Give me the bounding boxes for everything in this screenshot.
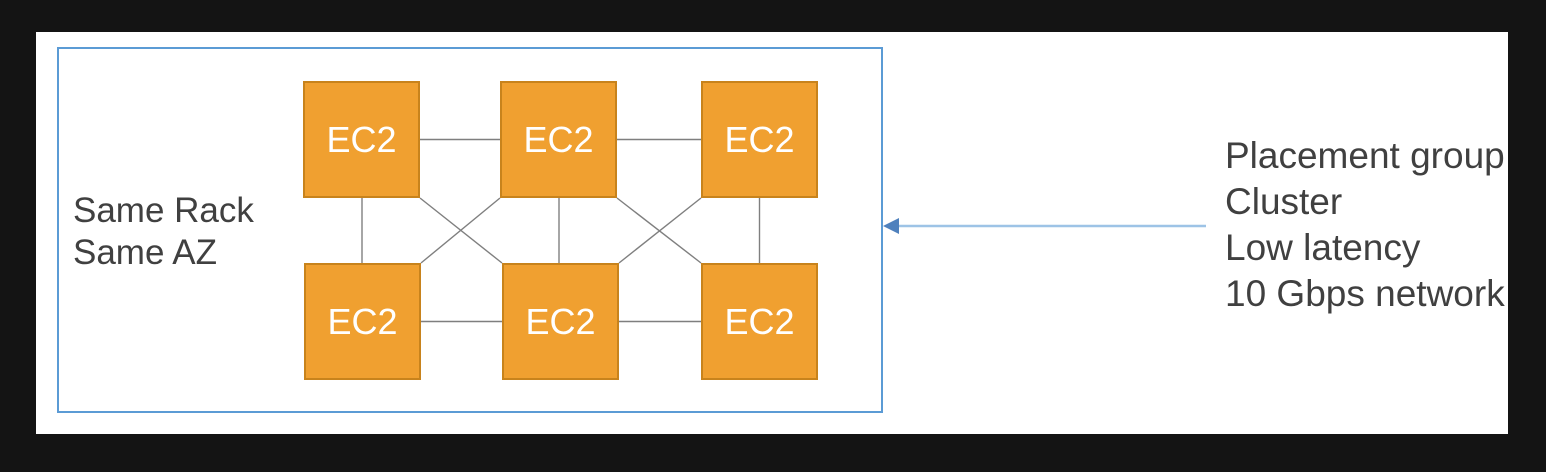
ec2-node-4: EC2 (304, 263, 421, 380)
arrowhead-left-icon (883, 218, 899, 234)
annotation-line-3: Low latency (1225, 227, 1421, 268)
annotation-text: Placement group Cluster Low latency 10 G… (1225, 133, 1505, 317)
slide-canvas: EC2 EC2 EC2 EC2 EC2 EC2 Same Rack Same A… (36, 32, 1508, 434)
ec2-node-1: EC2 (303, 81, 420, 198)
group-caption-line-1: Same Rack (73, 191, 254, 230)
placement-group-box (57, 47, 883, 413)
annotation-line-4: 10 Gbps network (1225, 273, 1505, 314)
ec2-node-label: EC2 (724, 300, 795, 342)
ec2-node-label: EC2 (525, 300, 596, 342)
ec2-node-label: EC2 (523, 118, 594, 160)
ec2-node-label: EC2 (327, 300, 398, 342)
ec2-node-2: EC2 (500, 81, 617, 198)
annotation-line-1: Placement group (1225, 135, 1505, 176)
group-caption: Same Rack Same AZ (73, 190, 254, 274)
ec2-node-label: EC2 (326, 118, 397, 160)
group-caption-line-2: Same AZ (73, 233, 217, 272)
annotation-arrow (883, 218, 1206, 234)
ec2-node-label: EC2 (724, 118, 795, 160)
ec2-node-5: EC2 (502, 263, 619, 380)
ec2-node-6: EC2 (701, 263, 818, 380)
ec2-node-3: EC2 (701, 81, 818, 198)
annotation-line-2: Cluster (1225, 181, 1343, 222)
